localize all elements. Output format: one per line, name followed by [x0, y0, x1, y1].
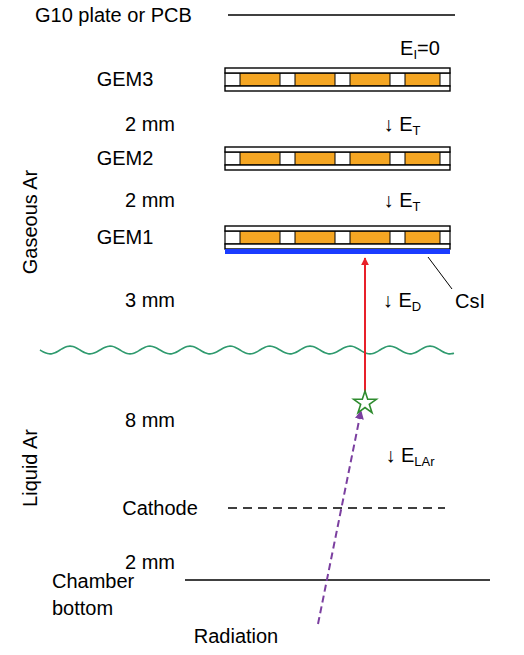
gem-insulator: [350, 152, 390, 165]
liquid-surface: [40, 346, 454, 354]
gem-foil: [225, 226, 450, 249]
gem-foils: [225, 68, 450, 249]
gem-holes: [225, 231, 450, 244]
gem-insulator: [350, 231, 390, 244]
gem-insulator: [295, 152, 335, 165]
gem-insulator: [240, 73, 280, 86]
cathode-label: Cathode: [122, 496, 198, 520]
gem-electrode: [225, 147, 450, 152]
radiation-track: [318, 411, 361, 624]
csi-layer: [225, 249, 450, 254]
radiation-label: Radiation: [194, 624, 279, 648]
gem-insulator: [295, 231, 335, 244]
plate-label: G10 plate or PCB: [35, 3, 192, 27]
cathode-mesh: [228, 507, 445, 509]
field-label: ↓ ELAr: [385, 443, 434, 467]
gem-insulator: [240, 152, 280, 165]
gem-electrode: [225, 244, 450, 249]
phase-label: Gaseous Ar: [18, 170, 42, 275]
gem-foil: [225, 147, 450, 170]
gem-electrode: [225, 86, 450, 91]
chamber-label: Chamber bottom: [52, 568, 147, 622]
gem-insulator: [295, 73, 335, 86]
g10-plate: [228, 14, 455, 16]
gem-electrode: [225, 68, 450, 73]
photon-path: [364, 258, 366, 396]
gem-label: GEM2: [97, 146, 154, 170]
field-label: ↓ ET: [384, 188, 421, 212]
dimension: 2 mm: [125, 112, 175, 136]
gem-insulator: [240, 231, 280, 244]
field-label: ↓ ET: [384, 112, 421, 136]
gem-electrode: [225, 165, 450, 170]
gem-holes: [225, 152, 450, 165]
gem-holes: [225, 73, 450, 86]
gem-electrode: [225, 226, 450, 231]
dimension: 8 mm: [125, 408, 175, 432]
gem-label: GEM1: [97, 225, 154, 249]
interaction-star: [354, 391, 377, 413]
dimension: 3 mm: [125, 288, 175, 312]
gem-foil: [225, 68, 450, 91]
gem-insulator: [405, 73, 440, 86]
dimension: 2 mm: [125, 188, 175, 212]
layer-label: CsI: [455, 289, 485, 313]
field-label: EI=0: [400, 36, 440, 60]
leader-line: [428, 257, 452, 289]
gem-insulator: [405, 152, 440, 165]
chamber-bottom: [185, 579, 490, 581]
field-label: ↓ ED: [383, 288, 421, 312]
gem-insulator: [350, 73, 390, 86]
gem-label: GEM3: [97, 67, 154, 91]
phase-label: Liquid Ar: [18, 429, 42, 507]
gem-insulator: [405, 231, 440, 244]
